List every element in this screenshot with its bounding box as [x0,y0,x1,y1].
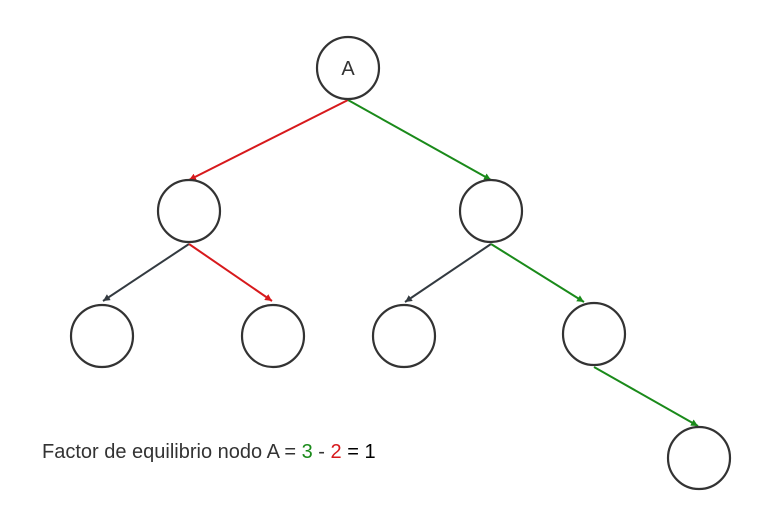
edge-root-left [188,99,349,181]
tree-node-right-right [561,301,627,367]
edge-left-leftright [188,243,273,302]
edge-left-leftleft [102,243,190,302]
formula-left-height: 2 [330,441,342,463]
nodes: A [69,35,732,491]
formula-equals: = [341,441,365,463]
edge-right-rightleft [404,243,492,303]
formula-prefix: Factor de equilibrio nodo A = [42,441,302,463]
edge-right-rightright [490,243,585,303]
edge-rightright-rightrightright [593,366,699,427]
tree-node-left [156,178,222,244]
formula-minus: - [312,441,331,463]
tree-node-right-right-right [666,425,732,491]
tree-node-right-left [371,303,437,369]
tree-node-root: A [315,35,381,101]
formula-right-height: 3 [301,441,313,463]
formula-result: 1 [364,441,376,463]
balance-factor-formula: Factor de equilibrio nodo A = 3 - 2 = 1 [42,441,376,464]
tree-node-left-right [240,303,306,369]
edge-root-right [347,99,492,181]
tree-node-right [458,178,524,244]
edges [102,99,699,427]
tree-node-left-left [69,303,135,369]
node-label-root: A [341,58,355,80]
